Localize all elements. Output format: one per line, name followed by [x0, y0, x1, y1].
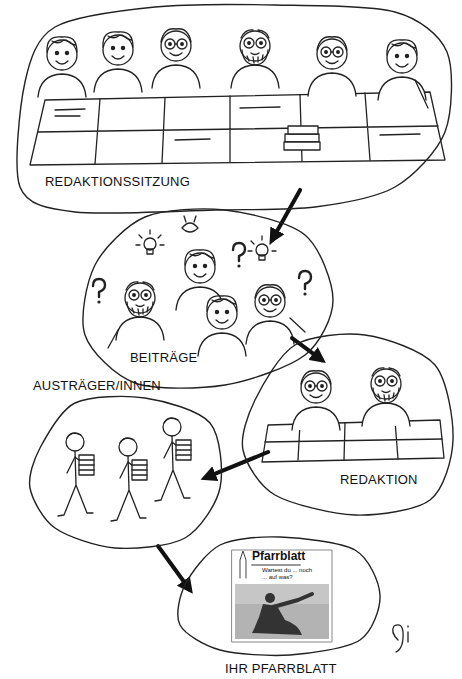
- stage-label: IHR PFARRBLATT: [225, 661, 337, 676]
- meeting-table: [30, 92, 445, 165]
- blob-outline-path: [178, 537, 380, 656]
- blob-outline: [235, 330, 457, 518]
- stage-label: BEITRÄGE: [130, 350, 197, 365]
- flow-arrow: [272, 190, 300, 240]
- blob-outline: [75, 205, 340, 390]
- blob-outline-path: [30, 396, 222, 548]
- newsletter-cover: [232, 550, 332, 642]
- blob-outline-path: [17, 4, 451, 213]
- signature: [393, 625, 408, 652]
- blob-outline-path: [242, 334, 453, 515]
- cover-title: Pfarrblatt: [252, 550, 305, 563]
- blob-node: AUSTRÄGER/INNEN: [25, 378, 225, 550]
- blob-outline: [25, 378, 225, 550]
- blob-node: BEITRÄGE: [75, 205, 340, 390]
- blob-node: REDAKTION: [235, 330, 457, 518]
- stage-label: AUSTRÄGER/INNEN: [33, 378, 161, 393]
- meeting-people: [38, 29, 428, 108]
- carriers: [58, 418, 191, 521]
- editors: [262, 368, 444, 462]
- stage-label: REDAKTION: [340, 472, 418, 487]
- stage-label: REDAKTIONSSITZUNG: [45, 174, 190, 189]
- blob-node: REDAKTIONSSITZUNG: [15, 2, 455, 217]
- blob-outline-path: [83, 209, 333, 388]
- ideas-people: [108, 250, 305, 356]
- cover-subtitle: Wartest du ... noch ... auf was?: [262, 567, 318, 581]
- flow-arrow: [205, 452, 268, 478]
